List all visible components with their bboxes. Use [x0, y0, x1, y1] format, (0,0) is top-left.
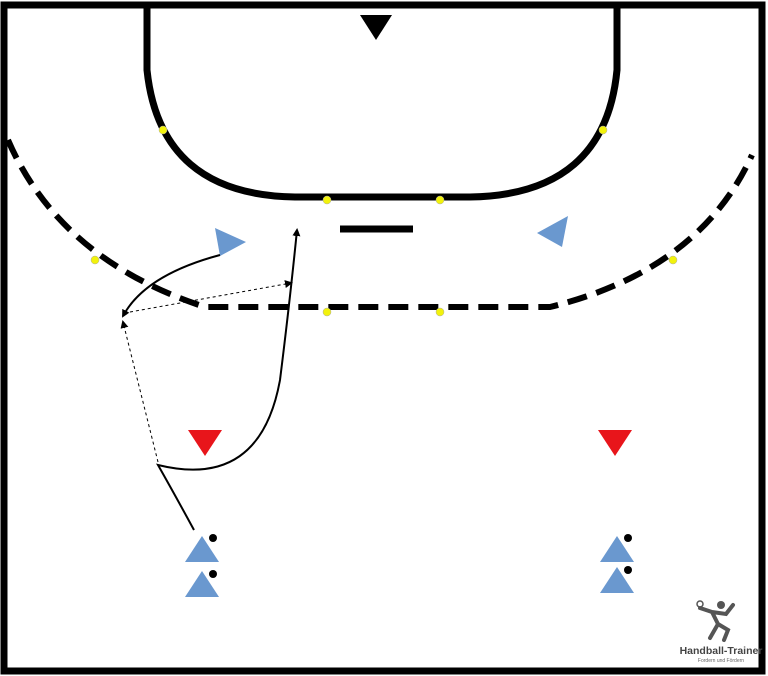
cone-icon — [668, 255, 678, 265]
attacker-icon — [185, 571, 219, 597]
cones — [90, 125, 678, 317]
logo-title: Handball-Trainer — [679, 645, 763, 657]
cone-icon — [90, 255, 100, 265]
ball-icon — [624, 566, 632, 574]
goalkeeper-icon — [360, 15, 392, 40]
attacker-icon — [600, 567, 634, 593]
ball-icon — [209, 570, 217, 578]
goal-area-line — [143, 5, 621, 201]
defender-icon — [188, 430, 222, 456]
attacker-icon — [600, 536, 634, 562]
attacker-icon — [185, 536, 219, 562]
cone-icon — [598, 125, 608, 135]
cone-icon — [322, 307, 332, 317]
pass-arrow — [120, 320, 159, 463]
cone-icon — [158, 125, 168, 135]
defender-icon — [598, 430, 632, 456]
free-throw-line — [5, 138, 755, 310]
handball-player-icon — [696, 600, 735, 642]
attacker-icon — [215, 228, 246, 256]
run-path-arrow — [155, 228, 301, 531]
cone-icon — [435, 307, 445, 317]
attacker-icon — [537, 216, 568, 247]
run-path-arrow — [122, 254, 221, 318]
logo-subtitle: Fordern und Fördern — [697, 658, 745, 664]
ball-icon — [624, 534, 632, 542]
cone-icon — [322, 195, 332, 205]
ball-icon — [209, 534, 217, 542]
cone-icon — [435, 195, 445, 205]
